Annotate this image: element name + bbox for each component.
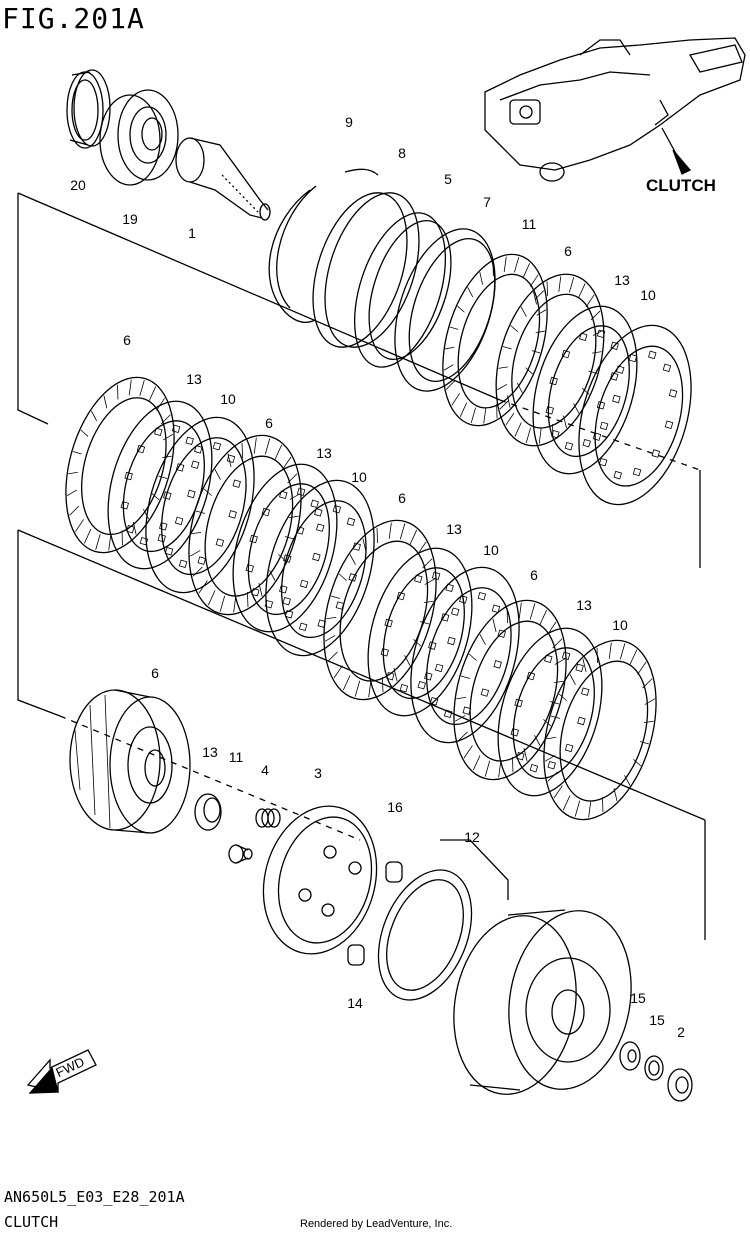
- clutch-disc: [532, 305, 638, 475]
- part-1-shaft: [175, 137, 271, 221]
- bracket-lines: [17, 192, 706, 940]
- part-number-label: 13: [202, 744, 218, 760]
- part-number-label: 1: [188, 225, 196, 241]
- part-number-label: 10: [640, 287, 656, 303]
- clutch-disc: [65, 376, 175, 554]
- part-17-nut: [644, 1055, 664, 1081]
- part-number-label: 16: [387, 799, 403, 815]
- part-5-plate: [353, 212, 452, 368]
- part-15-dowel-upper: [385, 861, 403, 883]
- part-number-label: 9: [345, 114, 353, 130]
- part-number-label: 20: [70, 177, 86, 193]
- part-4-clutch-hub: [69, 689, 191, 834]
- clutch-disc: [578, 324, 692, 506]
- figure-title: FIG.201A: [2, 2, 145, 35]
- part-number-label: 6: [398, 490, 406, 506]
- diagram-code: AN650L5_E03_E28_201A: [4, 1188, 185, 1206]
- clutch-callout-label: CLUTCH: [646, 176, 716, 195]
- diagram-caption: CLUTCH: [4, 1213, 59, 1231]
- clutch-disc: [410, 566, 520, 744]
- part-number-label: 14: [347, 995, 363, 1011]
- part-number-label: 6: [564, 243, 572, 259]
- clutch-disc: [265, 479, 375, 657]
- part-number-label: 6: [530, 567, 538, 583]
- part-number-label: 3: [314, 765, 322, 781]
- part-20-oil-seal: [66, 69, 111, 149]
- part-number-label: 15: [649, 1012, 665, 1028]
- part-number-label: 10: [483, 542, 499, 558]
- part-16-bolt: [228, 844, 253, 864]
- part-number-label: 6: [265, 415, 273, 431]
- part-3-spacer: [194, 793, 222, 831]
- part-number-label: 10: [220, 391, 236, 407]
- clutch-disc: [367, 547, 473, 717]
- part-2-clutch-housing: [453, 909, 632, 1095]
- part-8-plate: [312, 192, 420, 348]
- part-number-label: 11: [522, 216, 537, 232]
- part-number-label: 7: [483, 194, 491, 210]
- clutch-disc: [453, 599, 567, 781]
- part-number-label: 2: [677, 1024, 685, 1040]
- part-number-label: 5: [444, 171, 452, 187]
- part-number-label: 6: [123, 332, 131, 348]
- clutch-disc: [232, 463, 338, 633]
- clutch-disc: [323, 519, 437, 701]
- part-number-label: 19: [122, 211, 138, 227]
- part-15-dowel-lower: [347, 944, 365, 966]
- part-number-label: 13: [186, 371, 202, 387]
- part-number-label: 10: [612, 617, 628, 633]
- part-number-label: 13: [576, 597, 592, 613]
- part-number-label: 11: [229, 749, 244, 765]
- part-9-wire-ring: [268, 168, 379, 323]
- clutch-disc: [188, 434, 302, 616]
- part-18-washer: [619, 1041, 641, 1071]
- part-number-label: 12: [464, 829, 480, 845]
- render-credit: Rendered by LeadVenture, Inc.: [300, 1218, 453, 1230]
- fwd-direction-arrow: FWD: [26, 1049, 97, 1094]
- part-12-pressure-plate: [262, 805, 378, 955]
- part-19-bearing: [99, 89, 179, 186]
- part-number-label: 13: [446, 521, 462, 537]
- clutch-disc: [442, 253, 548, 427]
- engine-assembly-illustration: [484, 37, 746, 182]
- clutch-disc: [495, 273, 605, 447]
- part-21-bearing: [667, 1068, 693, 1102]
- part-7-plate: [394, 228, 496, 392]
- part-number-label: 10: [351, 469, 367, 485]
- part-number-label: 13: [614, 272, 630, 288]
- part-2-primary-gear-ring: [377, 869, 473, 1001]
- part-number-label: 4: [261, 762, 269, 778]
- part-number-label: 6: [151, 665, 159, 681]
- part-14-spring: [255, 808, 281, 828]
- part-number-label: 13: [316, 445, 332, 461]
- part-number-label: 15: [630, 990, 646, 1006]
- clutch-disc-stack: [65, 253, 692, 821]
- clutch-disc: [145, 416, 255, 594]
- clutch-disc: [497, 627, 603, 797]
- part-number-label: 8: [398, 145, 406, 161]
- clutch-disc: [543, 639, 657, 821]
